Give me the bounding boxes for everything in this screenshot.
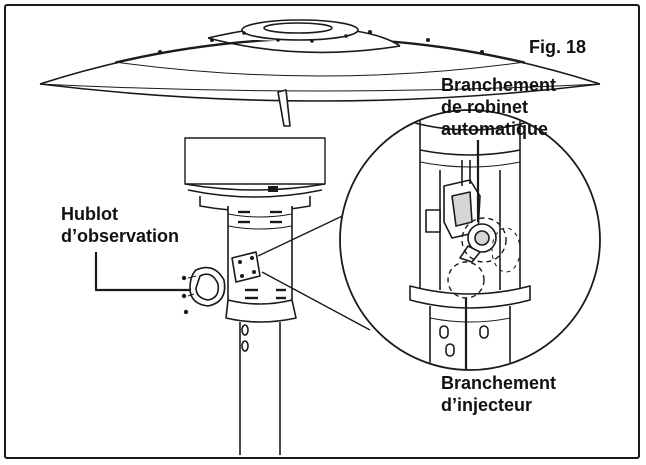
label-observation-window: Hublot d’observation (61, 203, 179, 247)
label-line: de robinet (441, 97, 529, 117)
burner-cylinder (184, 137, 326, 212)
label-line: Branchement (441, 373, 557, 393)
figure-title: Fig. 18 (529, 37, 587, 57)
reflector-hood (39, 19, 601, 127)
label-injector-connection: Branchement d’injecteur (441, 372, 556, 416)
label-line: automatique (441, 119, 549, 139)
callout-leaders (94, 140, 480, 370)
observation-window-cover (181, 266, 226, 315)
label-line: Hublot (61, 204, 118, 224)
figure-border (4, 4, 640, 459)
label-automatic-valve-connection: Branchement de robinet automatique (441, 74, 556, 140)
label-line: Branchement (441, 75, 557, 95)
label-line: d’injecteur (441, 395, 533, 415)
support-pole (239, 322, 281, 455)
zoom-leader (257, 209, 371, 331)
label-line: d’observation (61, 226, 180, 246)
detail-circle (339, 109, 601, 371)
